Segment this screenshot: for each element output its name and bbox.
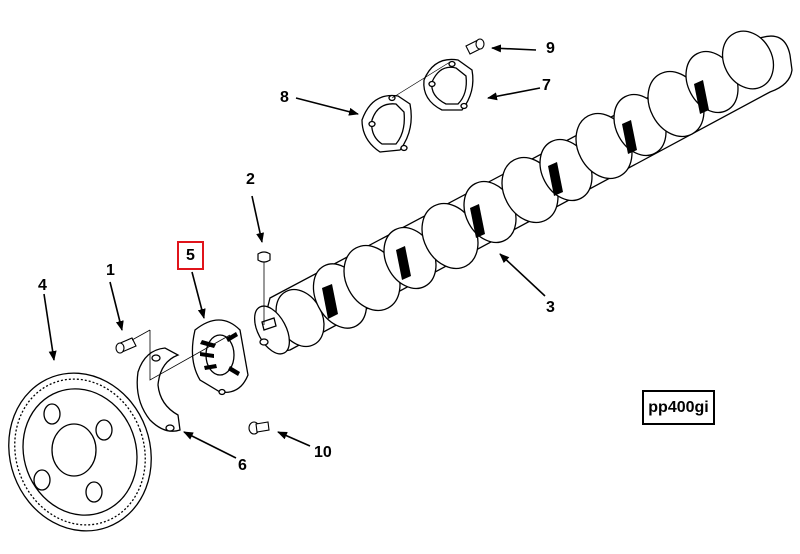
- camshaft: [253, 30, 793, 355]
- cam-gear: [8, 372, 152, 532]
- leader-arrows: [43, 44, 546, 459]
- callout-2: 2: [246, 171, 255, 188]
- gasket: [361, 94, 412, 153]
- callout-10: 10: [314, 444, 332, 461]
- callout-9: 9: [546, 40, 555, 57]
- callout-8: 8: [280, 89, 289, 106]
- screw-part-9: [465, 38, 485, 55]
- bolt-part-1: [115, 329, 151, 354]
- reference-code-box: pp400gi: [642, 390, 715, 425]
- callout-3: 3: [546, 299, 555, 316]
- callout-1: 1: [106, 262, 115, 279]
- cover-plate: [423, 58, 474, 111]
- thrust-plate: [191, 319, 249, 396]
- retainer-plate: [136, 347, 181, 432]
- callout-7: 7: [542, 77, 551, 94]
- woodruff-key: [257, 251, 271, 325]
- callout-6: 6: [238, 457, 247, 474]
- callout-5-highlighted: 5: [177, 241, 204, 270]
- bolt-part-10: [248, 421, 270, 435]
- callout-4: 4: [38, 277, 47, 294]
